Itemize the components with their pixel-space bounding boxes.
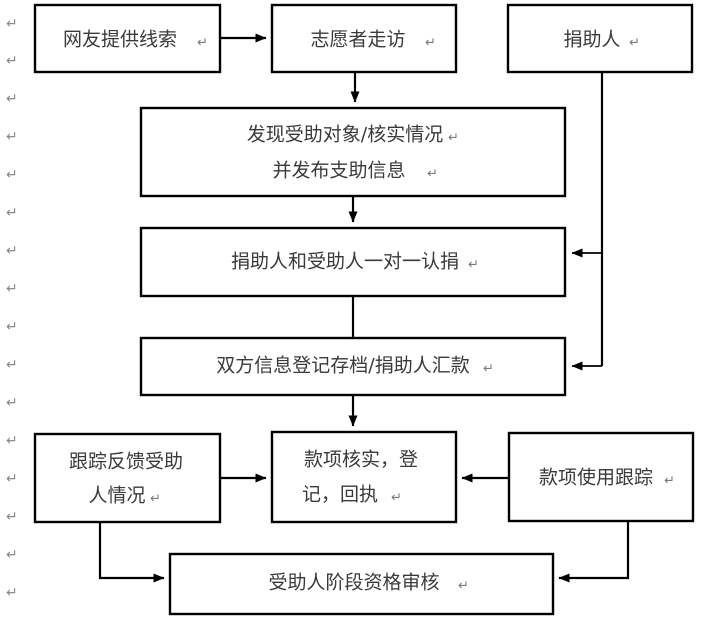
node-box[interactable] xyxy=(139,106,567,198)
node-volunteer-visit[interactable]: 志愿者走访 ↵ xyxy=(270,3,458,74)
paragraph-mark: ↵ xyxy=(427,167,438,182)
paragraph-mark: ↵ xyxy=(6,53,18,69)
node-label: 捐助人和受助人一对一认捐 xyxy=(231,251,459,273)
connectors-layer xyxy=(98,33,630,583)
paragraph-mark: ↵ xyxy=(6,16,18,32)
paragraph-mark: ↵ xyxy=(6,547,18,563)
paragraph-mark: ↵ xyxy=(6,319,18,335)
node-register-archive-remit[interactable]: 双方信息登记存档/捐助人汇款 ↵ xyxy=(139,336,567,397)
node-label-line-2: 并发布支助信息 xyxy=(272,160,405,182)
node-label-line-1: 跟踪反馈受助 xyxy=(69,451,183,473)
node-box[interactable] xyxy=(139,226,567,298)
node-label: 受助人阶段资格审核 xyxy=(268,572,439,594)
node-track-feedback-recipient[interactable]: 跟踪反馈受助 人情况 ↵ xyxy=(33,432,222,524)
paragraph-mark: ↵ xyxy=(6,433,18,449)
node-label: 捐助人 xyxy=(563,29,620,51)
paragraph-mark: ↵ xyxy=(391,491,402,506)
paragraph-mark: ↵ xyxy=(629,36,640,51)
node-one-to-one-pledge[interactable]: 捐助人和受助人一对一认捐 ↵ xyxy=(139,226,567,298)
node-funds-verify-register-receipt[interactable]: 款项核实，登 记，回执 ↵ xyxy=(270,430,458,524)
paragraph-mark: ↵ xyxy=(150,492,161,507)
paragraph-mark: ↵ xyxy=(483,362,494,377)
paragraph-mark: ↵ xyxy=(6,167,18,183)
paragraph-mark: ↵ xyxy=(468,258,479,273)
node-label: 双方信息登记存档/捐助人汇款 xyxy=(216,355,469,377)
node-label-line-1: 款项核实，登 xyxy=(304,449,418,471)
paragraph-mark: ↵ xyxy=(6,205,18,221)
paragraph-mark: ↵ xyxy=(197,36,208,51)
paragraph-mark: ↵ xyxy=(6,357,18,373)
node-box[interactable] xyxy=(507,431,695,523)
node-label-line-2: 记，回执 xyxy=(302,484,378,506)
paragraph-mark: ↵ xyxy=(458,579,469,594)
node-box[interactable] xyxy=(270,3,458,74)
node-label: 网友提供线索 xyxy=(63,29,177,51)
paragraph-mark: ↵ xyxy=(6,243,18,259)
node-label: 志愿者走访 xyxy=(310,29,405,51)
paragraph-mark: ↵ xyxy=(6,471,18,487)
node-netizen-provides-clue[interactable]: 网友提供线索 ↵ xyxy=(33,3,222,74)
node-box[interactable] xyxy=(168,552,555,616)
paragraph-mark: ↵ xyxy=(664,474,675,489)
paragraph-mark: ↵ xyxy=(6,91,18,107)
connector-funds-usage-to-review xyxy=(558,521,630,583)
node-donor[interactable]: 捐助人 ↵ xyxy=(506,3,694,74)
node-box[interactable] xyxy=(33,3,222,74)
node-box[interactable] xyxy=(33,432,222,524)
paragraph-mark: ↵ xyxy=(6,281,18,297)
node-discover-and-verify-publish[interactable]: 发现受助对象/核实情况 ↵ 并发布支助信息 ↵ xyxy=(139,106,567,198)
node-box[interactable] xyxy=(139,336,567,397)
node-box[interactable] xyxy=(270,430,458,524)
paragraph-marks-left-margin: ↵ ↵ ↵ ↵ ↵ ↵ ↵ ↵ ↵ ↵ ↵ ↵ ↵ ↵ ↵ ↵ xyxy=(6,16,18,601)
paragraph-mark: ↵ xyxy=(448,131,459,146)
node-funds-usage-tracking[interactable]: 款项使用跟踪 ↵ xyxy=(507,431,695,523)
paragraph-mark: ↵ xyxy=(6,395,18,411)
node-recipient-stage-qualification-review[interactable]: 受助人阶段资格审核 ↵ xyxy=(168,552,555,616)
paragraph-mark: ↵ xyxy=(6,509,18,525)
node-box[interactable] xyxy=(506,3,694,74)
paragraph-mark: ↵ xyxy=(6,585,18,601)
connector-track-feedback-to-review xyxy=(98,522,165,583)
paragraph-mark: ↵ xyxy=(6,129,18,145)
node-label-line-1: 发现受助对象/核实情况 xyxy=(247,124,443,146)
node-label: 款项使用跟踪 xyxy=(539,467,653,489)
paragraph-mark: ↵ xyxy=(425,36,436,51)
node-label-line-2: 人情况 xyxy=(88,485,145,507)
